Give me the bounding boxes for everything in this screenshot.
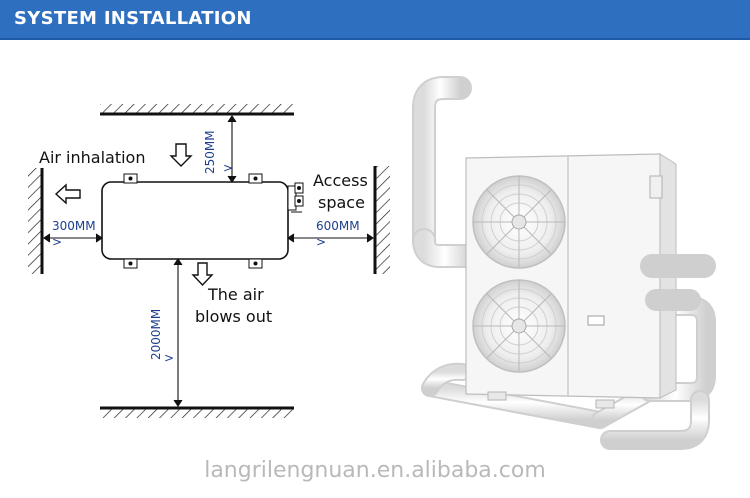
section-header: SYSTEM INSTALLATION [0, 0, 750, 40]
left-wall [28, 168, 44, 274]
fan-grille-upper-icon [472, 175, 566, 269]
inhale-arrow-icon [169, 143, 193, 167]
exhaust-left-arrow-icon [54, 183, 81, 205]
dim-bottom-marker: > [164, 351, 174, 365]
dim-left-text: 300MM [52, 219, 96, 233]
right-wall [373, 166, 390, 274]
dim-top-marker: > [223, 161, 233, 175]
dim-top-text: 250MM [203, 130, 217, 174]
air-out-arrow-icon [191, 262, 214, 287]
watermark: langrilengnuan.en.alibaba.com [204, 458, 546, 483]
fan-grille-lower-icon [472, 279, 566, 373]
dim-left-marker: > [52, 235, 62, 249]
dim-right-marker: > [316, 235, 326, 249]
air-inhalation-label: Air inhalation [39, 148, 145, 167]
access-label-line1: Access [313, 171, 368, 190]
floor [100, 406, 294, 418]
dim-right-text: 600MM [316, 219, 360, 233]
access-label-line2: space [318, 193, 365, 212]
installation-diagram: Air inhalation Access space The air blow… [28, 76, 716, 450]
dim-bottom-text: 2000MM [149, 309, 163, 360]
section-title: SYSTEM INSTALLATION [14, 8, 252, 29]
air-out-label-line1: The air [207, 285, 264, 304]
pipe-valves-icon [287, 182, 304, 213]
air-out-label-line2: blows out [195, 307, 272, 326]
ceiling [100, 104, 294, 116]
unit-outline [101, 173, 304, 269]
dimension-lines [43, 115, 374, 407]
outdoor-unit-image [412, 76, 716, 450]
